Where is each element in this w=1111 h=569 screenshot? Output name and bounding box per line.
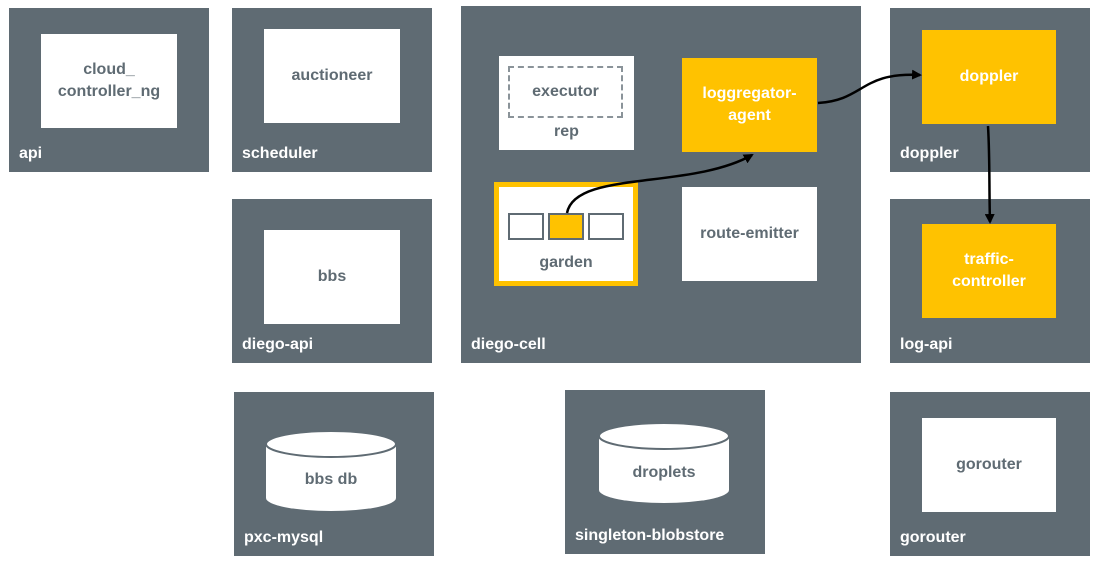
database-cylinder-icon	[598, 422, 730, 503]
container-right	[588, 213, 624, 240]
vm-singleton-blobstore: droplets singleton-blobstore	[565, 390, 765, 554]
route-emitter-job: route-emitter	[682, 187, 817, 281]
rep-box	[499, 56, 634, 150]
bbs-job: bbs	[264, 230, 400, 324]
vm-label-diego-cell: diego-cell	[471, 336, 546, 353]
vm-label-log-api: log-api	[900, 336, 953, 353]
vm-api: cloud_ controller_ng api	[9, 8, 209, 172]
vm-doppler: doppler doppler	[890, 8, 1090, 172]
vm-label-gorouter: gorouter	[900, 529, 966, 546]
bbs-db-label: bbs db	[304, 471, 358, 488]
auctioneer-job: auctioneer	[264, 29, 400, 123]
garden-label: garden	[539, 254, 593, 271]
vm-pxc-mysql: bbs db pxc-mysql	[234, 392, 434, 556]
loggregator-agent-job: loggregator- agent	[682, 58, 817, 152]
gorouter-job: gorouter	[922, 418, 1056, 512]
vm-label-api: api	[19, 145, 43, 162]
droplets-label: droplets	[632, 464, 696, 481]
vm-gorouter: gorouter gorouter	[890, 392, 1090, 556]
vm-log-api: traffic- controller log-api	[890, 199, 1090, 363]
vm-diego-cell: executor rep loggregator- agent garden r…	[461, 6, 861, 363]
executor-box: executor	[508, 66, 623, 118]
vm-label-diego-api: diego-api	[242, 336, 314, 353]
database-cylinder-icon	[265, 430, 397, 511]
container-left	[508, 213, 544, 240]
cloud-controller-job: cloud_ controller_ng	[41, 34, 177, 128]
traffic-controller-job: traffic- controller	[922, 224, 1056, 318]
vm-label-pxc-mysql: pxc-mysql	[244, 529, 324, 546]
vm-label-doppler: doppler	[900, 145, 959, 162]
container-app	[548, 213, 584, 240]
doppler-job: doppler	[922, 30, 1056, 124]
rep-label: rep	[554, 123, 579, 140]
vm-diego-api: bbs diego-api	[232, 199, 432, 363]
vm-scheduler: auctioneer scheduler	[232, 8, 432, 172]
vm-label-singleton-blobstore: singleton-blobstore	[575, 527, 725, 544]
vm-label-scheduler: scheduler	[242, 145, 318, 162]
